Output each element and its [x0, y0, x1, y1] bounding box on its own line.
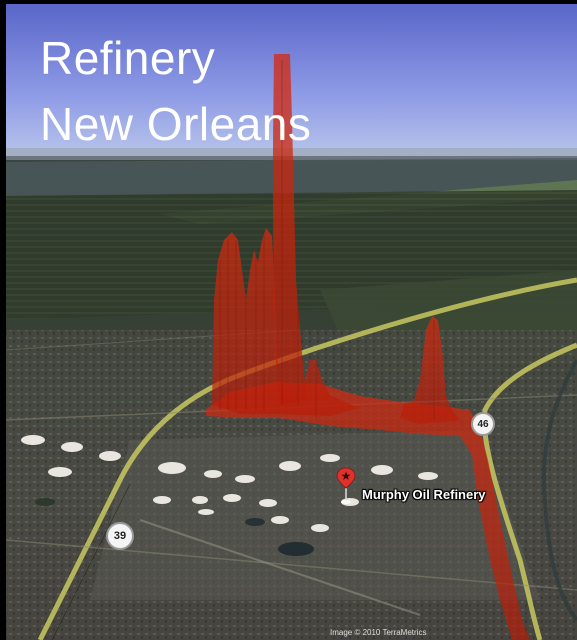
imagery-copyright: Image © 2010 TerraMetrics [330, 628, 427, 637]
emission-plume [205, 54, 530, 640]
road-shield-46: 46 [471, 412, 495, 436]
map-title-line-2: New Orleans [40, 98, 312, 150]
star-pin-icon[interactable] [336, 466, 356, 506]
road-shield-39: 39 [106, 522, 134, 550]
map-title-line-1: Refinery [40, 32, 216, 84]
highway-46 [481, 342, 577, 640]
placemark-label[interactable]: Murphy Oil Refinery [362, 487, 486, 502]
highway-39 [37, 277, 577, 640]
